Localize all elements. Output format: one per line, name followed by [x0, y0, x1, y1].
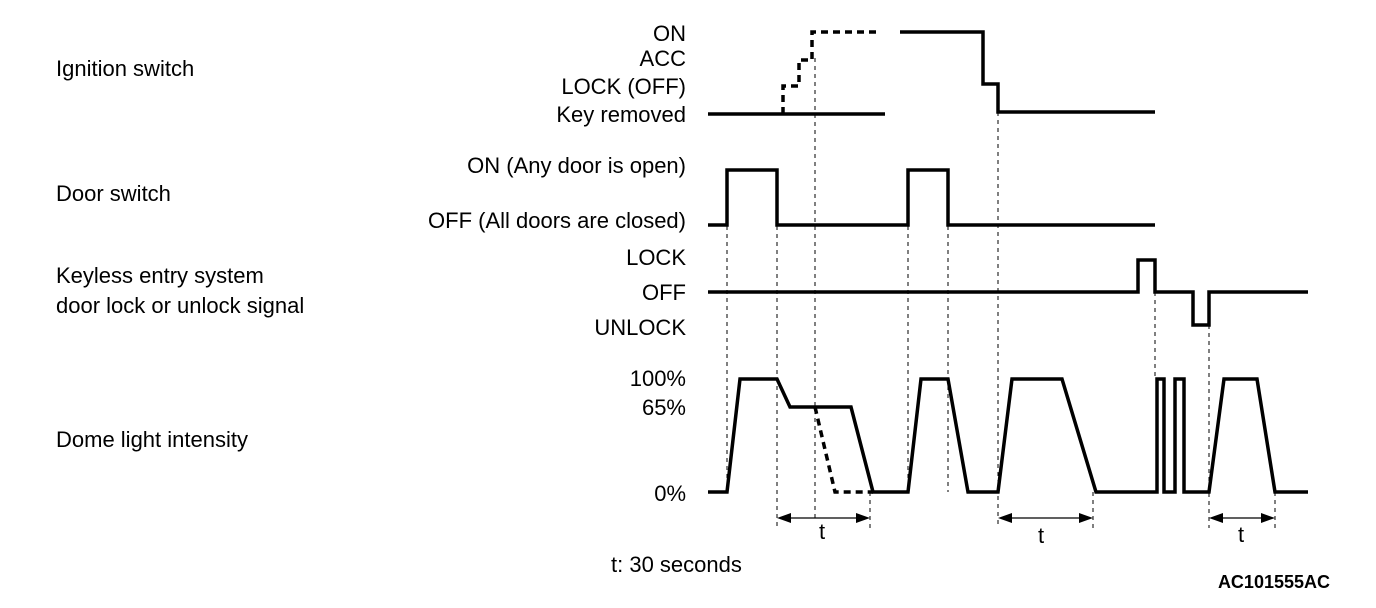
- ignition-switch-title: Ignition switch: [56, 56, 194, 81]
- dome-light-title: Dome light intensity: [56, 427, 248, 452]
- keyless-entry-title-line2: door lock or unlock signal: [56, 293, 304, 318]
- ignition-key-insertion-trace: [781, 30, 878, 114]
- keyless-state-lock: LOCK: [626, 245, 686, 270]
- door-state-off: OFF (All doors are closed): [428, 208, 686, 233]
- guide-lines: [726, 58, 1276, 528]
- ignition-state-lock-off: LOCK (OFF): [561, 74, 686, 99]
- interval-2: t: [998, 513, 1093, 548]
- dome-light-fade-trace: [813, 406, 873, 494]
- interval-arrowhead: [998, 513, 1012, 523]
- keyless-signal-trace: [708, 258, 1308, 327]
- ignition-state-on: ON: [653, 21, 686, 46]
- dome-state-65: 65%: [642, 395, 686, 420]
- dome-waveform: [708, 377, 1308, 494]
- dome-state-100: 100%: [630, 366, 686, 391]
- interval-label: t: [1238, 522, 1244, 547]
- interval-1: t: [777, 513, 870, 544]
- interval-3: t: [1209, 513, 1275, 547]
- dome-state-0: 0%: [654, 481, 686, 506]
- interval-arrowhead: [856, 513, 870, 523]
- door-waveform: [708, 168, 1155, 227]
- interval-arrowhead: [1209, 513, 1223, 523]
- ignition-switch-off-trace: [900, 30, 1155, 114]
- keyless-entry-title-line1: Keyless entry system: [56, 263, 264, 288]
- interval-label: t: [1038, 523, 1044, 548]
- interval-legend: t: 30 seconds: [611, 552, 742, 577]
- interval-arrowhead: [777, 513, 791, 523]
- keyless-state-unlock: UNLOCK: [594, 315, 686, 340]
- ignition-state-acc: ACC: [640, 46, 687, 71]
- keyless-state-off: OFF: [642, 280, 686, 305]
- ignition-waveform: [708, 30, 1155, 116]
- interval-arrowhead: [1079, 513, 1093, 523]
- ignition-state-key-removed: Key removed: [556, 102, 686, 127]
- door-switch-title: Door switch: [56, 181, 171, 206]
- figure-code: AC101555AC: [1218, 572, 1330, 592]
- interval-arrowhead: [1261, 513, 1275, 523]
- door-state-on: ON (Any door is open): [467, 153, 686, 178]
- interval-label: t: [819, 519, 825, 544]
- keyless-waveform: [708, 258, 1308, 327]
- door-switch-trace: [708, 168, 1155, 227]
- dome-light-trace: [708, 377, 1308, 494]
